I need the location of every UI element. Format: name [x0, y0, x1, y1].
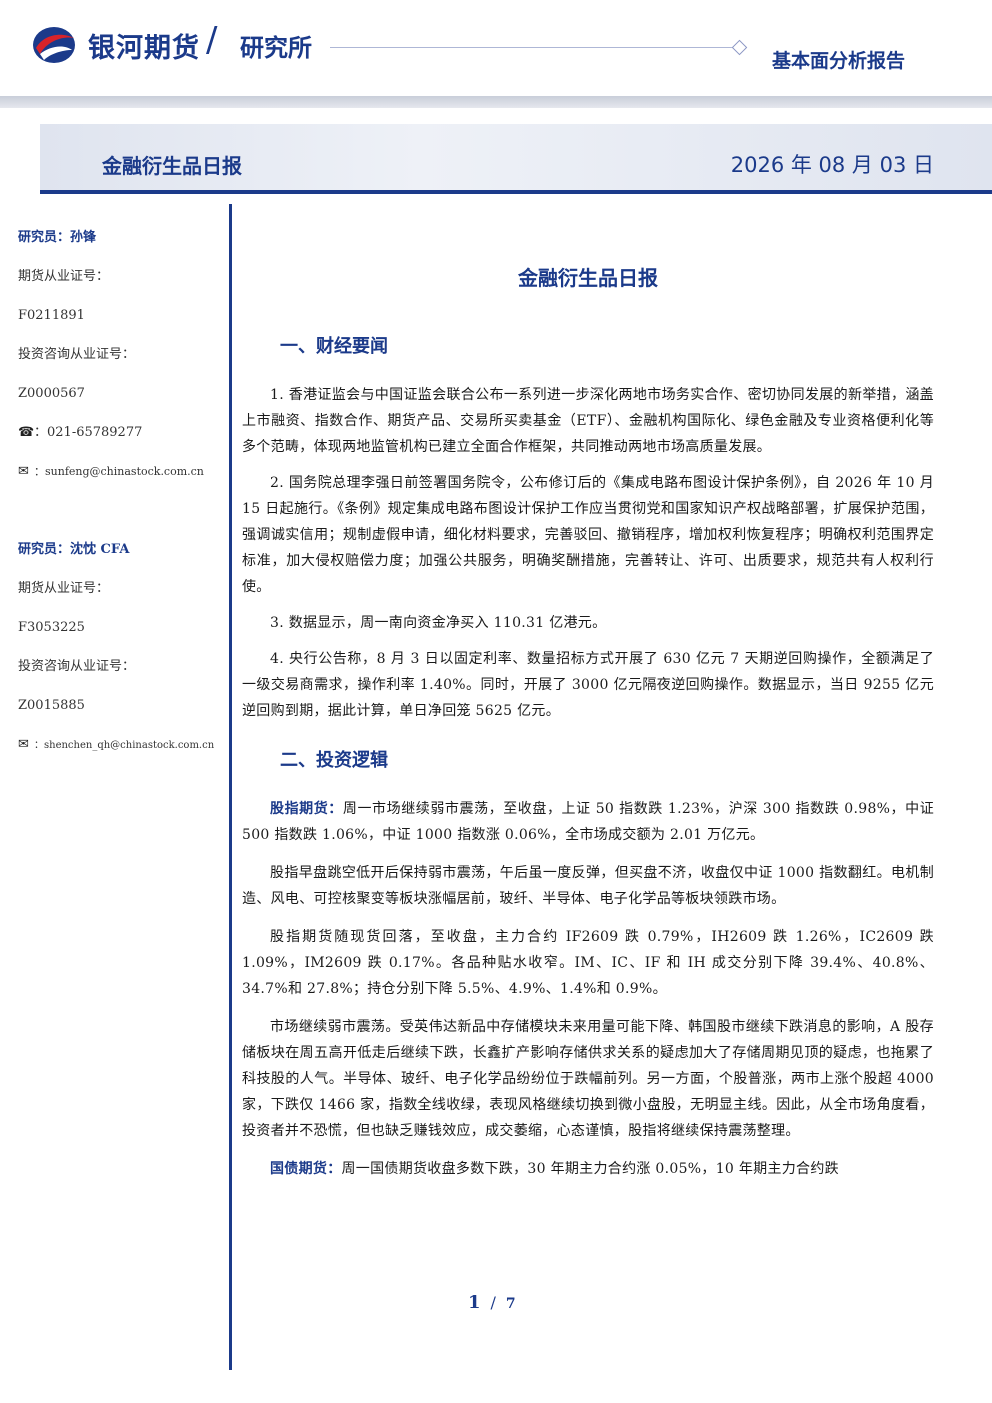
- bond-paragraph: 国债期货：周一国债期货收盘多数下跌，30 年期主力合约涨 0.05%，10 年期…: [242, 1156, 934, 1182]
- email-link[interactable]: ：shenchen_qh@chinastock.com.cn: [34, 740, 215, 751]
- consult-label: 投资咨询从业证号：: [18, 347, 136, 362]
- report-type: 基本面分析报告: [772, 50, 906, 72]
- researcher-name: 研究员：沈忱 CFA: [18, 542, 130, 557]
- report-body: 金融衍生品日报 一、财经要闻 1. 香港证监会与中国证监会联合公布一系列进一步深…: [242, 262, 934, 1182]
- header-slash: /: [206, 20, 218, 60]
- stock-index-text: 周一市场继续弱市震荡，至收盘，上证 50 指数跌 1.23%，沪深 300 指数…: [242, 801, 935, 843]
- outlook-paragraph: 市场继续弱市震荡。受英伟达新品中存储模块未来用量可能下降、韩国股市继续下跌消息的…: [242, 1019, 934, 1139]
- phone-row: ☎：021-65789277: [18, 423, 223, 462]
- news-item-1: 1. 香港证监会与中国证监会联合公布一系列进一步深化两地市场务实合作、密切协同发…: [242, 387, 934, 455]
- license-label: 期货从业证号：: [18, 269, 110, 284]
- mail-icon: ✉: [18, 737, 29, 752]
- section-heading-news: 一、财经要闻: [280, 336, 388, 357]
- brand-name: 银河期货: [88, 33, 200, 64]
- news-item-3: 3. 数据显示，周一南向资金净买入 110.31 亿港元。: [270, 615, 607, 631]
- page-header: 银河期货 / 研究所 基本面分析报告: [0, 0, 992, 110]
- consult-number: Z0000567: [18, 386, 85, 401]
- header-divider: [330, 47, 732, 48]
- researcher-name: 研究员：孙锋: [18, 230, 97, 245]
- page-separator: /: [490, 1293, 496, 1312]
- consult-number: Z0015885: [18, 698, 85, 713]
- total-pages: 7: [505, 1296, 516, 1312]
- license-number: F3053225: [18, 620, 85, 635]
- futures-paragraph: 股指期货随现货回落，至收盘，主力合约 IF2609 跌 0.79%，IH2609…: [242, 929, 934, 997]
- email-row: ✉ ：shenchen_qh@chinastock.com.cn: [18, 735, 223, 774]
- email-row: ✉ ：sunfeng@chinastock.com.cn: [18, 462, 223, 501]
- phone-number: ：021-65789277: [34, 425, 143, 440]
- institute-name: 研究所: [240, 34, 312, 62]
- bond-label: 国债期货：: [270, 1161, 342, 1177]
- page-number: 1 / 7: [468, 1292, 516, 1313]
- report-name: 金融衍生品日报: [102, 154, 242, 178]
- document-title: 金融衍生品日报: [518, 266, 658, 290]
- mail-icon: ✉: [18, 464, 29, 479]
- report-date: 2026 年 08 月 03 日: [730, 153, 934, 177]
- consult-label: 投资咨询从业证号：: [18, 659, 136, 674]
- section-heading-logic: 二、投资逻辑: [280, 750, 388, 771]
- header-band: [0, 96, 992, 108]
- current-page: 1: [468, 1292, 481, 1313]
- email-link[interactable]: ：sunfeng@chinastock.com.cn: [34, 465, 204, 478]
- galaxy-logo-icon: [33, 27, 75, 63]
- license-label: 期货从业证号：: [18, 581, 110, 596]
- title-band: 金融衍生品日报 2026 年 08 月 03 日: [40, 124, 992, 194]
- bond-text: 周一国债期货收盘多数下跌，30 年期主力合约涨 0.05%，10 年期主力合约跌: [341, 1161, 839, 1177]
- news-item-2: 2. 国务院总理李强日前签署国务院令，公布修订后的《集成电路布图设计保护条例》，…: [242, 475, 934, 595]
- stock-index-paragraph: 股指期货：周一市场继续弱市震荡，至收盘，上证 50 指数跌 1.23%，沪深 3…: [242, 796, 934, 848]
- vertical-divider: [229, 204, 232, 1370]
- stock-index-label: 股指期货：: [270, 801, 343, 817]
- researcher-sidebar: 研究员：孙锋 期货从业证号： F0211891 投资咨询从业证号： Z00005…: [18, 228, 223, 774]
- license-number: F0211891: [18, 308, 85, 323]
- diamond-icon: [731, 39, 748, 56]
- market-paragraph: 股指早盘跳空低开后保持弱市震荡，午后虽一度反弹，但买盘不济，收盘仅中证 1000…: [242, 865, 934, 907]
- news-item-4: 4. 央行公告称，8 月 3 日以固定利率、数量招标方式开展了 630 亿元 7…: [242, 651, 934, 719]
- phone-icon: ☎: [18, 425, 35, 440]
